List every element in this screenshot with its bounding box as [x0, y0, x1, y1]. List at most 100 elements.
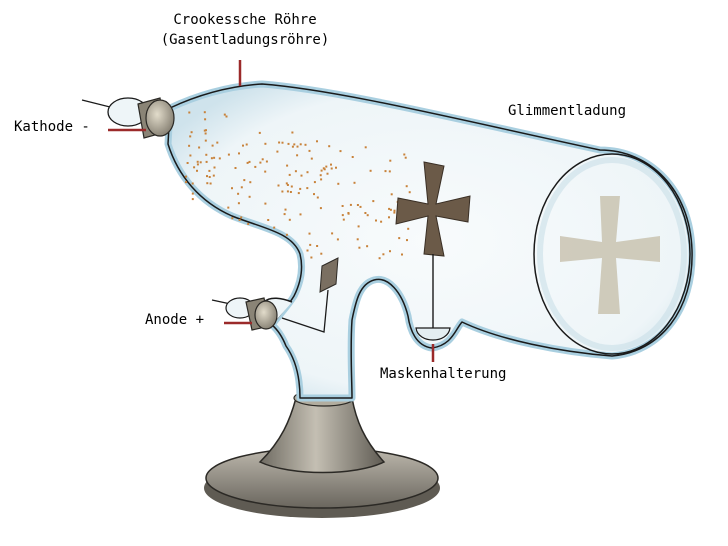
anode-label: Anode + — [145, 312, 205, 328]
particle — [281, 141, 284, 144]
particle — [248, 160, 251, 163]
particle — [309, 243, 312, 246]
particle — [196, 163, 199, 166]
particle — [191, 198, 194, 201]
particle — [259, 161, 262, 164]
particle — [243, 179, 246, 182]
particle — [356, 204, 359, 206]
particle — [286, 184, 289, 186]
particle — [205, 129, 207, 132]
leader-lines — [108, 60, 435, 362]
cathode-label: Kathode - — [14, 119, 90, 135]
particle — [393, 209, 396, 212]
particle — [281, 190, 284, 193]
particle — [287, 142, 290, 145]
particle — [289, 191, 292, 193]
particle — [225, 115, 228, 118]
particle — [193, 166, 196, 169]
particle — [273, 226, 276, 229]
particle — [364, 212, 367, 214]
particle — [290, 185, 293, 188]
particle — [265, 160, 268, 163]
particle — [264, 202, 267, 205]
particle — [210, 157, 213, 160]
particle — [316, 245, 319, 247]
particle — [335, 166, 337, 169]
particle — [306, 171, 309, 174]
particle — [388, 170, 391, 173]
particle — [254, 165, 257, 168]
particle — [291, 145, 294, 148]
particle — [388, 216, 390, 219]
particle — [208, 176, 211, 178]
particle — [369, 169, 372, 172]
particle — [204, 139, 207, 142]
particle — [342, 218, 345, 221]
particle — [204, 132, 207, 135]
particle — [372, 200, 375, 203]
particle — [403, 153, 406, 156]
particle — [261, 158, 264, 161]
particle — [190, 131, 193, 134]
particle — [285, 182, 288, 185]
particle — [304, 143, 307, 146]
particle — [258, 131, 261, 134]
particle — [293, 143, 296, 146]
particle — [209, 182, 212, 185]
particle — [276, 150, 279, 153]
particle — [188, 111, 191, 114]
particle — [306, 187, 309, 190]
particle — [198, 146, 201, 149]
particle — [347, 212, 350, 214]
particle — [388, 207, 391, 210]
particle — [231, 187, 233, 190]
particle — [205, 160, 208, 163]
particle — [191, 192, 194, 195]
particle — [313, 193, 315, 196]
particle — [316, 140, 318, 143]
particle — [308, 149, 311, 152]
particle — [341, 214, 344, 217]
particle — [353, 181, 356, 184]
particle — [204, 118, 207, 121]
particle — [380, 220, 383, 223]
particle — [227, 153, 230, 156]
particle — [398, 237, 401, 240]
particle — [408, 191, 411, 194]
particle — [283, 213, 286, 216]
particle — [319, 207, 322, 210]
particle — [320, 178, 323, 181]
glow-discharge-label: Glimmentladung — [508, 103, 627, 119]
tube-subtitle-label: (Gasentladungsröhre) — [160, 32, 330, 48]
particle — [218, 157, 221, 160]
particle — [213, 166, 216, 169]
particle — [191, 182, 194, 185]
particle — [189, 135, 192, 138]
particle — [326, 172, 329, 175]
particle — [196, 169, 198, 172]
particle — [238, 152, 240, 155]
cathode-cap-face — [145, 99, 175, 137]
particle — [231, 217, 234, 220]
particle — [206, 182, 209, 185]
particle — [393, 211, 396, 214]
particle — [267, 219, 270, 221]
particle — [325, 165, 328, 168]
particle — [320, 169, 323, 172]
particle — [288, 173, 291, 176]
particle — [249, 181, 252, 184]
particle — [322, 167, 325, 170]
particle — [211, 144, 214, 147]
particle — [351, 156, 354, 158]
particle — [330, 163, 332, 166]
particle — [286, 190, 289, 193]
particle — [205, 153, 208, 156]
particle — [196, 160, 199, 163]
particle — [320, 252, 323, 255]
particle — [185, 175, 187, 178]
particle — [390, 193, 393, 196]
particle — [366, 245, 369, 248]
particle — [330, 167, 333, 170]
